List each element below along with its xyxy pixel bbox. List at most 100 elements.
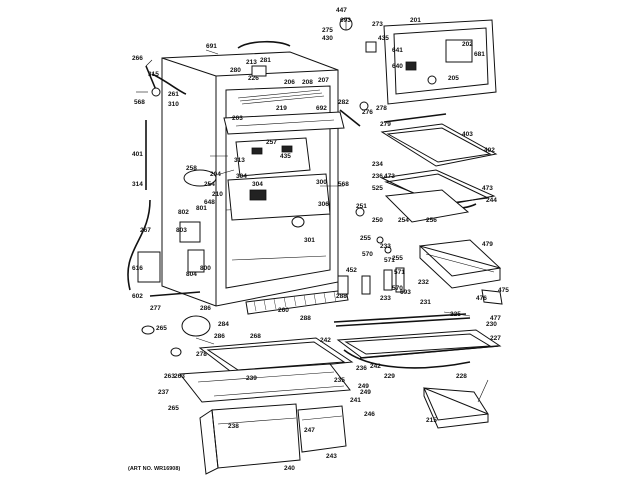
part-number-label: 401 <box>132 151 143 158</box>
part-number-label: 203 <box>232 115 243 122</box>
part-number-label: 804 <box>186 271 197 278</box>
part-number-label: 525 <box>372 185 383 192</box>
part-number-label: 310 <box>168 101 179 108</box>
part-number-label: 237 <box>158 389 169 396</box>
part-number-label: 233 <box>380 295 391 302</box>
part-number-label: 225 <box>450 311 461 318</box>
part-number-label: 304 <box>236 173 247 180</box>
shelf-rails <box>333 313 502 369</box>
part-number-label: 257 <box>266 139 277 146</box>
part-number-label: 250 <box>372 217 383 224</box>
part-number-label: 242 <box>370 363 381 370</box>
part-number-label: 241 <box>350 397 361 404</box>
refrigerator-cabinet <box>161 40 349 315</box>
part-number-label: 201 <box>410 17 421 24</box>
part-number-label: 207 <box>318 77 329 84</box>
part-number-label: 300 <box>316 179 327 186</box>
part-number-label: 692 <box>316 105 327 112</box>
leader-lines <box>136 18 489 403</box>
part-number-label: 693 <box>400 289 411 296</box>
part-number-label: 801 <box>196 205 207 212</box>
part-number-label: 247 <box>304 427 315 434</box>
part-number-label: 301 <box>304 237 315 244</box>
part-number-label: 477 <box>490 315 501 322</box>
part-number-label: 313 <box>234 157 245 164</box>
part-number-label: 204 <box>210 171 221 178</box>
part-number-label: 213 <box>246 59 257 66</box>
part-number-label: 278 <box>376 105 387 112</box>
part-number-label: 229 <box>384 373 395 380</box>
part-number-label: 263 <box>174 373 185 380</box>
part-number-label: 232 <box>418 279 429 286</box>
part-number-label: 233 <box>380 243 391 250</box>
part-number-label: 284 <box>218 321 229 328</box>
part-number-label: 276 <box>362 109 373 116</box>
part-number-label: 571 <box>394 269 405 276</box>
part-number-label: 244 <box>486 197 497 204</box>
part-number-label: 568 <box>338 181 349 188</box>
part-number-label: 800 <box>200 265 211 272</box>
crisper-drawer <box>418 239 502 289</box>
part-number-label: 281 <box>260 57 271 64</box>
part-number-label: 641 <box>392 47 403 54</box>
part-number-label: 256 <box>426 217 437 224</box>
part-number-label: 648 <box>204 199 215 206</box>
part-number-label: 238 <box>228 423 239 430</box>
part-number-label: 260 <box>278 307 289 314</box>
part-number-label: 255 <box>392 255 403 262</box>
part-number-label: 236 <box>372 173 383 180</box>
part-number-label: 403 <box>462 131 473 138</box>
part-number-label: 258 <box>186 165 197 172</box>
part-number-label: 602 <box>132 293 143 300</box>
part-number-label: 219 <box>276 105 287 112</box>
part-number-label: 246 <box>364 411 375 418</box>
part-number-label: 251 <box>356 203 367 210</box>
part-number-label: 208 <box>302 79 313 86</box>
part-number-label: 249 <box>360 389 371 396</box>
part-number-label: 235 <box>334 377 345 384</box>
part-number-label: 236 <box>356 365 367 372</box>
part-number-label: 475 <box>498 287 509 294</box>
part-number-label: 234 <box>372 161 383 168</box>
part-number-label: 473 <box>482 185 493 192</box>
part-number-label: 280 <box>230 67 241 74</box>
part-number-label: 226 <box>248 75 259 82</box>
part-number-label: 267 <box>140 227 151 234</box>
part-number-label: 228 <box>456 373 467 380</box>
lower-drawers <box>199 403 347 475</box>
part-number-label: 473 <box>384 173 395 180</box>
part-number-label: 282 <box>338 99 349 106</box>
part-number-label: 286 <box>200 305 211 312</box>
part-number-label: 476 <box>476 295 487 302</box>
left-hardware <box>127 65 217 357</box>
part-number-label: 261 <box>168 91 179 98</box>
part-number-label: 230 <box>486 321 497 328</box>
door-bin <box>423 289 503 429</box>
part-number-label: 286 <box>214 333 225 340</box>
part-number-label: 616 <box>132 265 143 272</box>
part-number-label: 243 <box>326 453 337 460</box>
part-number-label: 210 <box>212 191 223 198</box>
part-number-label: 304 <box>252 181 263 188</box>
part-number-label: 205 <box>448 75 459 82</box>
part-number-label: 254 <box>204 181 215 188</box>
part-number-label: 277 <box>150 305 161 312</box>
part-number-label: 479 <box>482 241 493 248</box>
control-panel <box>383 19 497 105</box>
part-number-label: 263 <box>164 373 175 380</box>
part-number-label: 254 <box>398 217 409 224</box>
part-number-label: 202 <box>462 41 473 48</box>
part-number-label: 693 <box>340 17 351 24</box>
part-number-label: 452 <box>346 267 357 274</box>
part-number-label: 288 <box>300 315 311 322</box>
part-number-label: 240 <box>284 465 295 472</box>
part-number-label: 435 <box>378 35 389 42</box>
part-number-label: 315 <box>148 71 159 78</box>
part-number-label: 279 <box>380 121 391 128</box>
part-number-label: 227 <box>490 335 501 342</box>
glass-shelves <box>380 113 498 223</box>
part-number-label: 570 <box>362 251 373 258</box>
part-number-label: 249 <box>358 383 369 390</box>
part-number-label: 273 <box>372 21 383 28</box>
